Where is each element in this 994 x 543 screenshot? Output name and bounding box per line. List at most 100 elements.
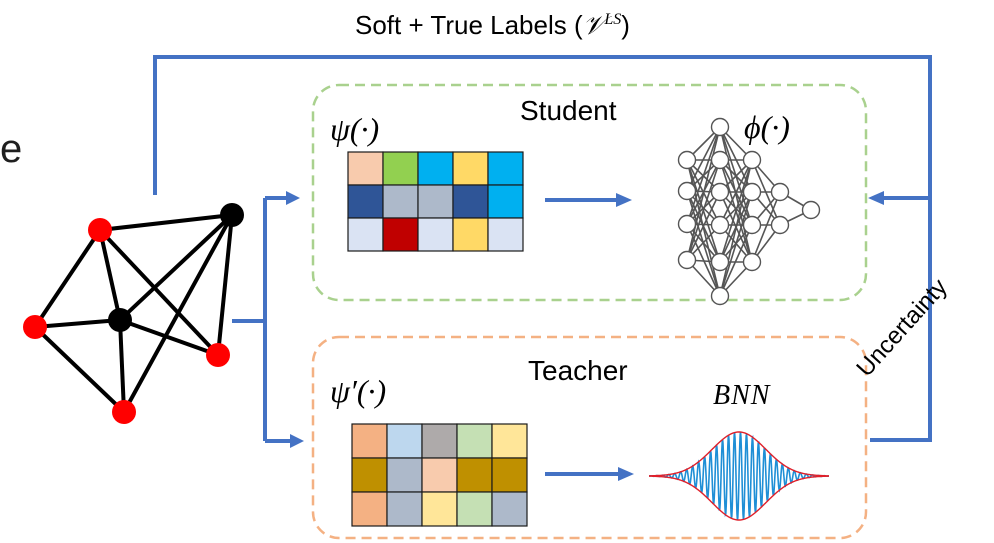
arrow-to-student — [286, 191, 300, 205]
student-grid-cell — [417, 151, 454, 186]
arrow-teacher-inner — [618, 467, 634, 481]
nn-neuron — [677, 250, 697, 270]
graph-edge — [98, 228, 220, 357]
top-label-prefix: Soft + True Labels ( — [355, 10, 583, 40]
teacher-grid-cell — [386, 423, 423, 459]
teacher-title: Teacher — [528, 355, 628, 386]
nn-connection — [719, 126, 753, 263]
teacher-grid-cell — [456, 457, 493, 493]
student-grid-cell — [382, 151, 419, 186]
teacher-grid-cell — [351, 491, 388, 527]
graph-edges — [33, 213, 234, 414]
nn-neuron — [742, 215, 762, 235]
nn-neuron — [742, 182, 762, 202]
graph-node-red — [112, 400, 136, 424]
graph-edge — [98, 229, 122, 321]
teacher-grid-cell — [351, 457, 388, 493]
arrow-student-inner — [616, 193, 632, 207]
nn-neuron — [677, 150, 697, 170]
nn-neuron — [770, 182, 790, 202]
graph-node-black — [220, 203, 244, 227]
nn-connection — [719, 191, 753, 297]
nn-neuron — [742, 252, 762, 272]
graph-edge — [34, 318, 121, 329]
student-embed-label: ψ(·) — [330, 111, 379, 147]
student-grid-cell — [382, 184, 419, 219]
teacher-model-label: BNN — [713, 380, 771, 411]
teacher-grid-cell — [491, 457, 528, 493]
graph-edge — [118, 319, 126, 413]
student-grid-cell — [487, 151, 524, 186]
nn-connection — [686, 191, 721, 261]
teacher-grid-cell — [491, 491, 528, 527]
nn-neuron — [710, 150, 730, 170]
graph-node-red — [23, 315, 47, 339]
nn-neuron — [801, 200, 821, 220]
top-label-sup: LS — [603, 11, 621, 28]
nn-neuron — [677, 181, 697, 201]
arrow-uncertainty-to-student — [868, 191, 884, 205]
partial-left-letter: e — [0, 127, 22, 171]
teacher-grid-cell — [456, 423, 493, 459]
uncertainty-label: Uncertainty — [851, 274, 952, 382]
nn-connection — [686, 126, 721, 261]
nn-connection — [686, 126, 721, 225]
student-grid-cell — [487, 184, 524, 219]
graph-edge — [216, 214, 234, 356]
student-box — [311, 83, 868, 302]
graph-edge — [99, 213, 233, 232]
teacher-embedding-grid — [351, 423, 528, 527]
connector-lines — [153, 55, 932, 476]
neural-network-icon — [677, 117, 821, 306]
teacher-grid-cell — [386, 491, 423, 527]
nn-neuron — [710, 286, 730, 306]
graph-node-red — [206, 343, 230, 367]
soft-true-labels-text: Soft + True Labels (𝒱LS) — [355, 10, 630, 40]
top-label-close: ) — [621, 10, 630, 40]
teacher-box — [311, 335, 868, 540]
student-model-label: ϕ(·) — [744, 109, 790, 145]
graph-edge — [118, 213, 234, 322]
nn-connection — [719, 159, 753, 297]
nn-neuron — [770, 215, 790, 235]
teacher-grid-cell — [351, 423, 388, 459]
wave-envelope-lower — [649, 475, 829, 521]
nn-connection — [719, 159, 753, 263]
student-grid-cell — [347, 217, 384, 252]
student-embedding-grid — [347, 151, 524, 252]
nn-connection — [686, 126, 721, 192]
graph-edge — [119, 318, 219, 357]
teacher-grid-cell — [421, 491, 458, 527]
teacher-grid-cell — [491, 423, 528, 459]
nn-connection — [686, 159, 721, 261]
wave-oscillation — [649, 432, 829, 520]
input-graph — [23, 203, 244, 424]
student-grid-cell — [417, 184, 454, 219]
student-grid-cell — [452, 151, 489, 186]
teacher-grid-cell — [421, 423, 458, 459]
student-grid-cell — [417, 217, 454, 252]
student-grid-cell — [382, 217, 419, 252]
teacher-grid-cell — [386, 457, 423, 493]
nn-neuron — [710, 182, 730, 202]
bnn-wave-icon — [649, 431, 829, 521]
wave-envelope-upper — [649, 431, 829, 477]
teacher-grid-cell — [421, 457, 458, 493]
student-grid-cell — [452, 184, 489, 219]
student-grid-cell — [347, 151, 384, 186]
graph-edge — [33, 325, 126, 414]
student-title: Student — [520, 95, 617, 126]
soft-labels-loop-line — [153, 55, 932, 442]
student-grid-cell — [347, 184, 384, 219]
graph-edge — [122, 214, 234, 413]
nn-neuron — [742, 150, 762, 170]
nn-neuron — [710, 215, 730, 235]
teacher-grid-cell — [456, 491, 493, 527]
graph-edge — [33, 228, 102, 329]
teacher-embed-label: ψ′(·) — [330, 373, 386, 409]
nn-connection — [719, 159, 753, 226]
graph-node-red — [88, 218, 112, 242]
nn-connection — [751, 191, 781, 263]
nn-neuron — [710, 252, 730, 272]
